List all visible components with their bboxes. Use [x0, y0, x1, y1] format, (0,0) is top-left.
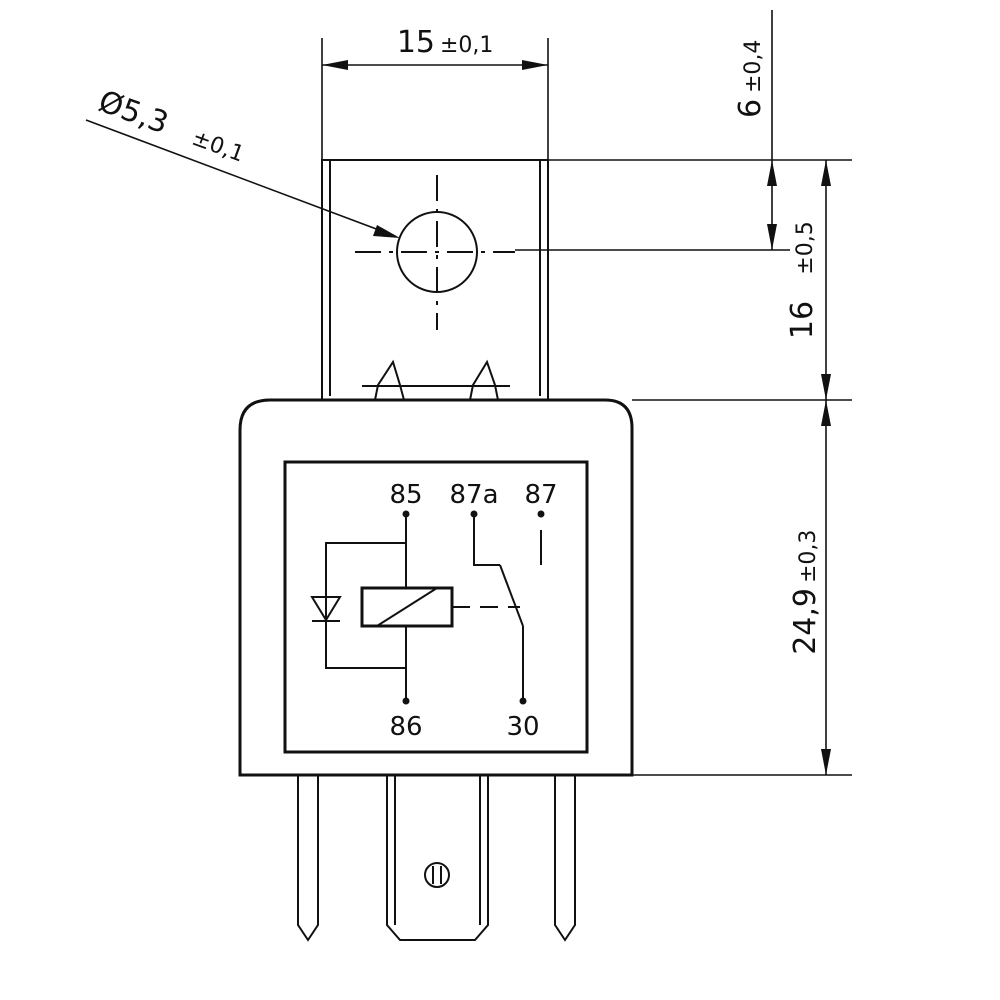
diode [310, 596, 342, 622]
pin-label-87a: 87a [449, 480, 498, 510]
pin-label-85: 85 [389, 480, 422, 510]
bracket-height-value: 16 [785, 301, 820, 339]
dimension-width: 15 ±0,1 [321, 25, 549, 160]
body-height-value: 24,9 [788, 588, 823, 655]
right-clip [469, 359, 499, 401]
terminals [297, 775, 576, 942]
dimension-right: 6 ±0,4 ±0,5 16 24,9 ±0,3 [515, 10, 852, 776]
top-offset-value: 6 [733, 99, 768, 118]
pin-label-30: 30 [506, 712, 539, 742]
width-tolerance: ±0,1 [440, 33, 493, 58]
circuit-schematic [310, 510, 545, 705]
mounting-bracket [321, 159, 549, 401]
body-height-tolerance: ±0,3 [796, 530, 821, 583]
left-clip [374, 359, 405, 401]
pin-label-87: 87 [524, 480, 557, 510]
top-offset-tolerance: ±0,4 [741, 40, 766, 93]
hole-diameter-value: Ø5,3 [94, 84, 173, 141]
width-value: 15 [397, 25, 435, 60]
terminal-left [297, 775, 319, 942]
terminal-center [386, 775, 489, 941]
terminal-right [554, 775, 576, 942]
mounting-hole [355, 175, 515, 330]
pin-label-86: 86 [389, 712, 422, 742]
hole-offset-tolerance: ±0,5 [793, 221, 818, 274]
dimension-hole-diameter: Ø5,3 ±0,1 [85, 84, 400, 238]
